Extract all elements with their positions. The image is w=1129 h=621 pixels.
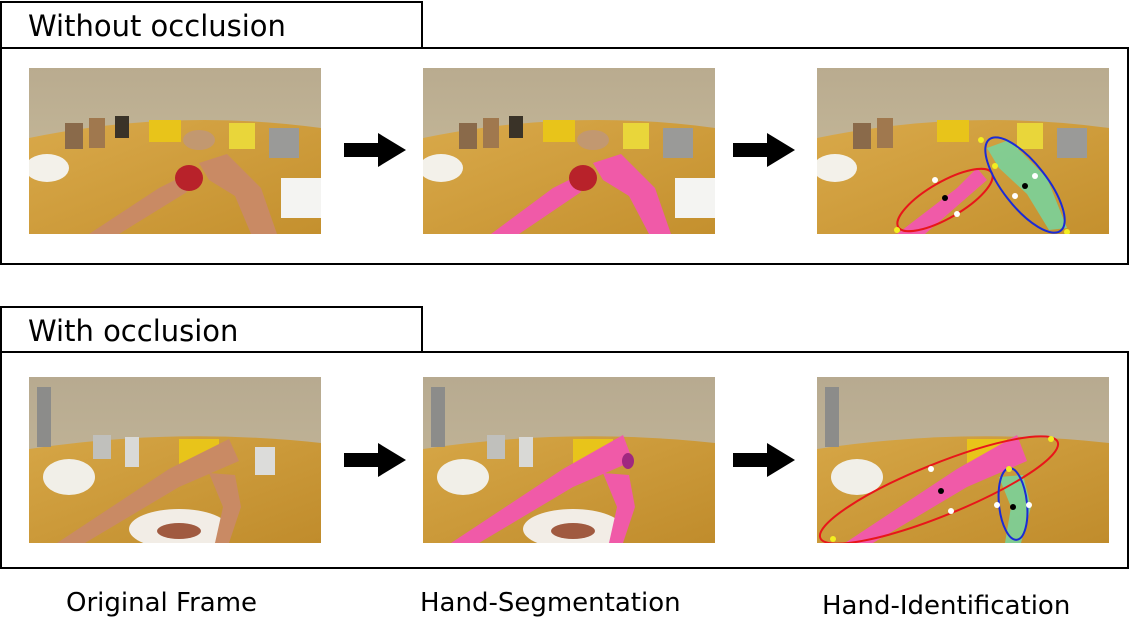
arrow-right-icon [342, 133, 408, 167]
section-label-with-occlusion: With occlusion [0, 306, 423, 352]
caption-original-frame: Original Frame [66, 588, 258, 618]
panel-without-occlusion [0, 47, 1129, 265]
caption-hand-segmentation: Hand-Segmentation [420, 588, 681, 618]
original-frame-image [29, 377, 321, 543]
arrow-right-icon [731, 133, 797, 167]
arrow-right-icon [731, 443, 797, 477]
section-label-without-occlusion: Without occlusion [0, 1, 423, 47]
identification-frame-image [817, 68, 1109, 234]
identification-frame-image [817, 377, 1109, 543]
segmentation-frame-image [423, 68, 715, 234]
caption-hand-identification: Hand-Identification [822, 591, 1071, 621]
panel-with-occlusion [0, 351, 1129, 569]
original-frame-image [29, 68, 321, 234]
segmentation-frame-image [423, 377, 715, 543]
arrow-right-icon [342, 443, 408, 477]
